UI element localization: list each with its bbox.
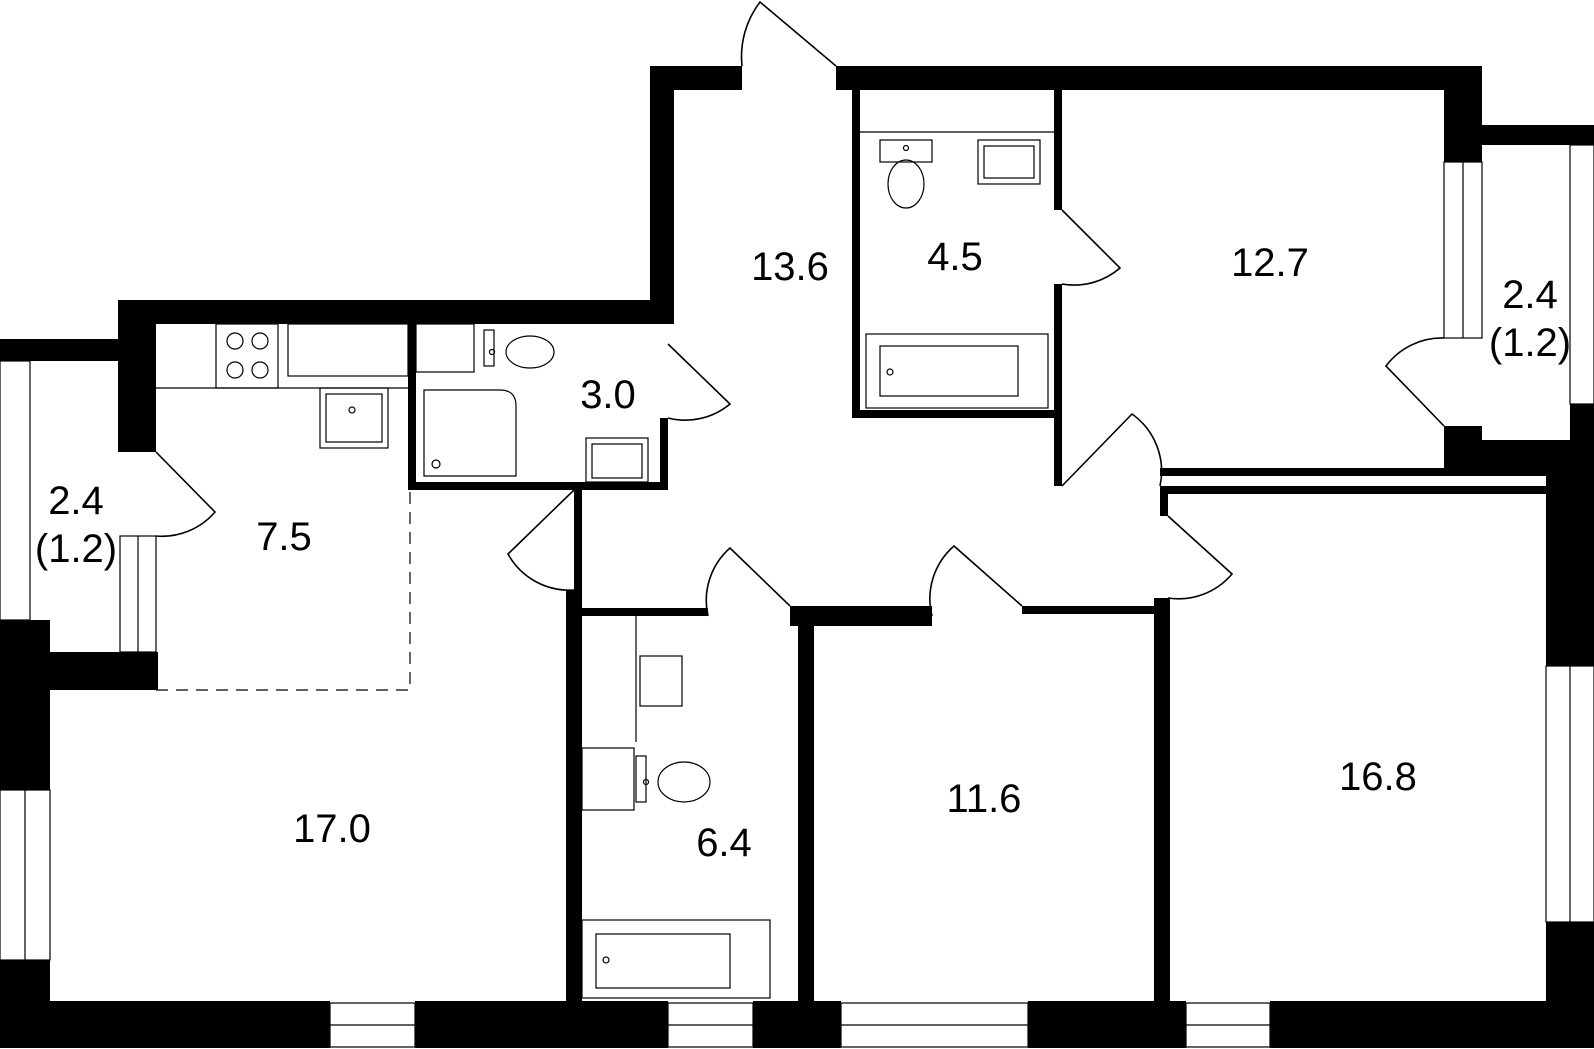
room-labels: 13.6 4.5 12.7 2.4 (1.2) 3.0 7.5 2.4 (1.2… [35,235,1571,865]
windows [0,144,1594,1048]
doors [155,0,1445,617]
room-area-living-room: 17.0 [293,807,371,851]
room-area-bedroom-middle: 11.6 [947,777,1022,821]
room-area-bathroom-top: 4.5 [927,235,983,279]
room-area-bedroom-bottom-right: 16.8 [1339,755,1417,799]
room-area-bathroom-bottom: 6.4 [696,821,752,865]
partitions [408,88,1546,1002]
room-area-bedroom-top-right: 12.7 [1231,241,1309,285]
room-area-balcony-right: 2.4 [1502,273,1558,317]
room-area-balcony-left-sub: (1.2) [35,527,117,571]
room-area-shower-room: 3.0 [580,373,636,417]
room-area-balcony-left: 2.4 [48,479,104,523]
walls [0,66,1594,1048]
room-area-kitchen: 7.5 [256,515,312,559]
room-area-balcony-right-sub: (1.2) [1489,321,1571,365]
fixtures [156,131,1054,999]
room-area-hall: 13.6 [751,245,829,289]
